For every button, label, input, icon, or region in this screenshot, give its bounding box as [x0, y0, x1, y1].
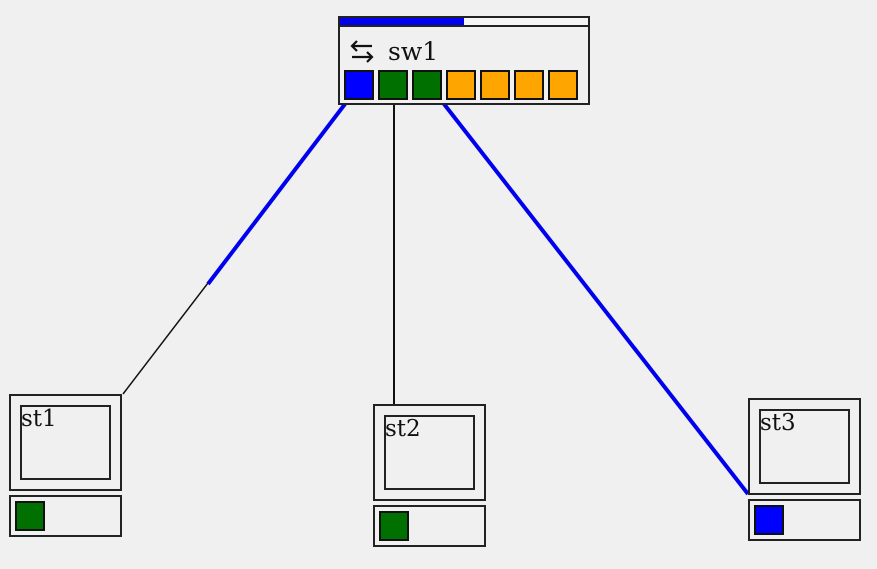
switch-load-bar-fill	[340, 18, 464, 25]
switch-node-sw1[interactable]: sw1	[338, 16, 590, 105]
switch-port-7[interactable]	[548, 70, 578, 100]
station-screen: st1	[9, 394, 122, 491]
station-status-indicator	[379, 511, 409, 541]
switch-port-2[interactable]	[378, 70, 408, 100]
station-status-indicator	[754, 505, 784, 535]
station-status-indicator	[15, 501, 45, 531]
station-screen-inner	[384, 415, 475, 490]
station-screen-inner	[759, 409, 850, 484]
station-screen: st3	[748, 398, 861, 495]
station-screen-inner	[20, 405, 111, 480]
switch-port-list	[344, 70, 578, 100]
switch-port-3[interactable]	[412, 70, 442, 100]
station-name: st3	[760, 410, 796, 436]
switch-port-6[interactable]	[514, 70, 544, 100]
switch-port-5[interactable]	[480, 70, 510, 100]
station-name: st1	[21, 406, 57, 432]
switch-load-bar	[340, 18, 588, 27]
link-sw1-st1-active	[206, 102, 347, 286]
link-sw1-st3	[442, 102, 750, 496]
switch-port-4[interactable]	[446, 70, 476, 100]
switch-port-1[interactable]	[344, 70, 374, 100]
swap-arrows-icon	[350, 40, 374, 63]
station-name: st2	[385, 416, 421, 442]
switch-name: sw1	[388, 36, 439, 66]
station-screen: st2	[373, 404, 486, 501]
station-base	[9, 495, 122, 537]
station-base	[373, 505, 486, 547]
station-base	[748, 499, 861, 541]
